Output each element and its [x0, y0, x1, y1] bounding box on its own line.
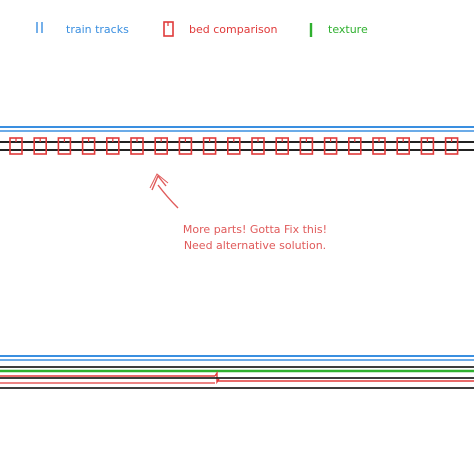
upper-track-group	[0, 126, 474, 155]
legend-label-texture: texture	[328, 23, 368, 36]
legend-label-train-tracks: train tracks	[66, 23, 129, 36]
legend-label-bed-comparison: bed comparison	[189, 23, 278, 36]
bed-comparison-row	[9, 137, 459, 155]
bed-comparison-legend-icon	[163, 21, 174, 37]
annotation-text-line-2: Need alternative solution.	[183, 239, 327, 252]
annotation-arrow	[149, 173, 179, 209]
lower-track-group	[0, 355, 474, 389]
train-tracks-legend-icon	[36, 22, 43, 33]
annotation-text-line-1: More parts! Gotta Fix this!	[182, 223, 328, 236]
